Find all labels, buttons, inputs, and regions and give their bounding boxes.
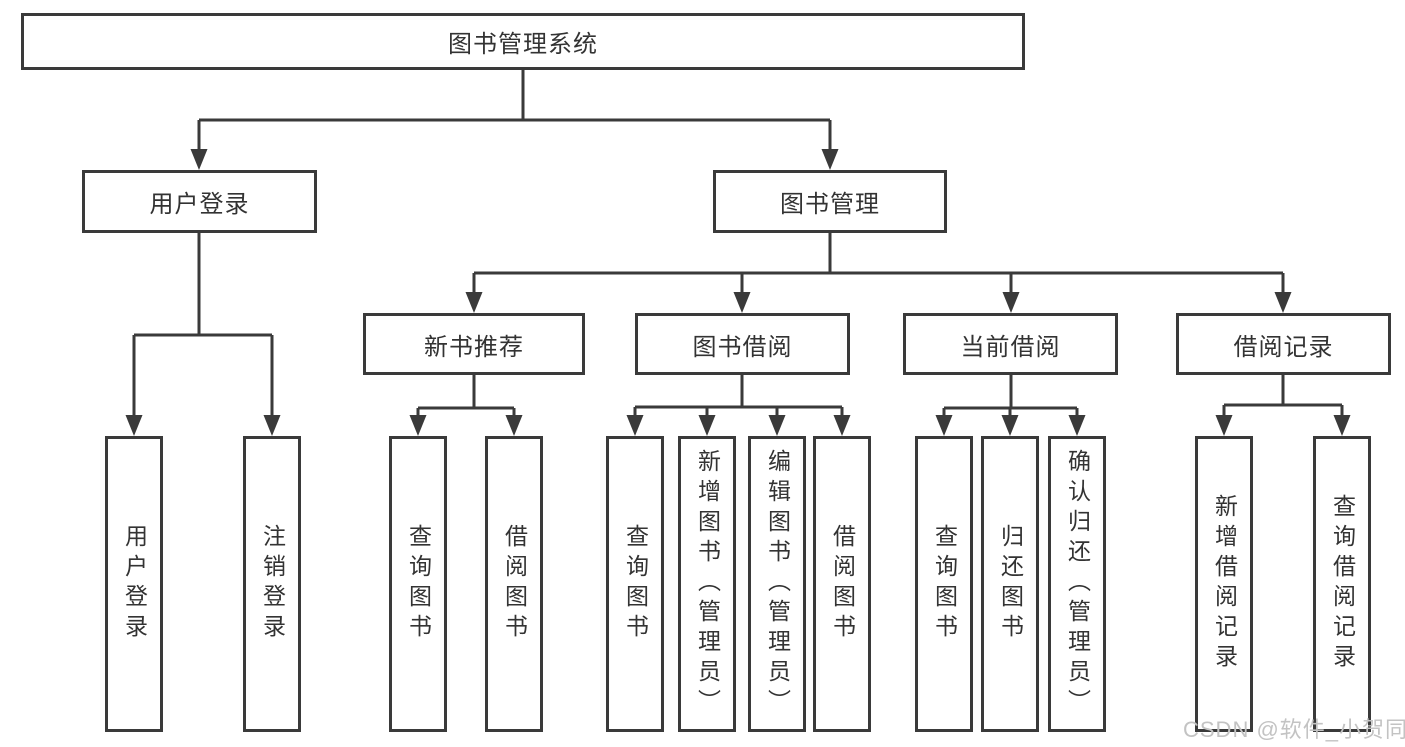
leaf-logout: 注销登录 [243,436,301,732]
leaf-cb-confirm-return-label: 确认归还（管理员） [1064,449,1091,719]
leaf-br-query-record-label: 查询借阅记录 [1329,494,1356,674]
leaf-bb-borrow-books-label: 借阅图书 [829,524,856,644]
arrowhead-nb-query-books [409,415,427,436]
leaf-bb-edit-books: 编辑图书（管理员） [748,436,806,732]
node-new-book-recommend: 新书推荐 [363,313,585,375]
arrowhead-bb-add-books [698,415,716,436]
node-user-login: 用户登录 [82,170,317,233]
connector-borrowing-records-to-leaves [1222,375,1344,418]
arrowhead-borrowing-records [1274,292,1292,313]
leaf-cb-query-books: 查询图书 [915,436,973,732]
arrowhead-book-borrowing [733,292,751,313]
arrowhead-cb-return-books [1001,415,1019,436]
node-book-management: 图书管理 [713,170,947,233]
leaf-cb-confirm-return: 确认归还（管理员） [1048,436,1106,732]
leaf-bb-query-books: 查询图书 [606,436,664,732]
arrowhead-user-login [190,149,208,170]
arrowhead-cb-confirm-return [1068,415,1086,436]
arrowhead-nb-borrow-books [505,415,523,436]
node-book-borrowing: 图书借阅 [635,313,850,375]
connector-new-book-recommend-to-leaves [416,375,516,418]
arrowhead-leaf-user-login [125,415,143,436]
leaf-bb-edit-books-label: 编辑图书（管理员） [764,449,791,719]
leaf-br-add-record-label: 新增借阅记录 [1211,494,1238,674]
node-new-book-recommend-label: 新书推荐 [424,333,524,361]
node-borrowing-records: 借阅记录 [1176,313,1391,375]
node-book-management-label: 图书管理 [780,191,880,218]
leaf-logout-label: 注销登录 [259,524,286,644]
node-library-management-system: 图书管理系统 [21,13,1025,70]
leaf-cb-return-books: 归还图书 [981,436,1039,732]
connector-root-to-level2 [197,70,832,150]
node-user-login-label: 用户登录 [149,191,250,218]
leaf-br-query-record: 查询借阅记录 [1313,436,1371,732]
connector-book-borrowing-to-leaves [633,375,844,418]
connector-current-borrowing-to-leaves [942,375,1079,418]
leaf-bb-borrow-books: 借阅图书 [813,436,871,732]
leaf-nb-query-books-label: 查询图书 [405,524,432,644]
leaf-user-login-label: 用户登录 [121,524,148,644]
node-borrowing-records-label: 借阅记录 [1233,333,1334,361]
node-library-management-system-label: 图书管理系统 [448,31,598,58]
arrowhead-current-borrowing [1002,292,1020,313]
leaf-bb-add-books: 新增图书（管理员） [678,436,736,732]
leaf-cb-return-books-label: 归还图书 [997,524,1024,644]
arrowhead-bb-borrow-books [833,415,851,436]
leaf-user-login: 用户登录 [105,436,163,732]
arrowhead-br-query-record [1333,415,1351,436]
leaf-br-add-record: 新增借阅记录 [1195,436,1253,732]
arrowhead-br-add-record [1215,415,1233,436]
connector-book-management-to-level3 [472,233,1285,295]
arrowhead-book-management [821,149,839,170]
node-current-borrowing: 当前借阅 [903,313,1118,375]
leaf-nb-borrow-books-label: 借阅图书 [501,524,528,644]
leaf-bb-add-books-label: 新增图书（管理员） [694,449,721,719]
arrowhead-new-book-recommend [465,292,483,313]
leaf-nb-query-books: 查询图书 [389,436,447,732]
node-current-borrowing-label: 当前借阅 [960,333,1061,361]
arrowhead-bb-edit-books [768,415,786,436]
arrowhead-bb-query-books [626,415,644,436]
connector-user-login-to-leaves [132,233,274,418]
arrowhead-leaf-logout [263,415,281,436]
arrowhead-cb-query-books [935,415,953,436]
watermark: CSDN @软件_小贺同学 [1183,717,1405,742]
leaf-bb-query-books-label: 查询图书 [622,524,649,644]
node-book-borrowing-label: 图书借阅 [692,333,793,361]
leaf-cb-query-books-label: 查询图书 [931,524,958,644]
leaf-nb-borrow-books: 借阅图书 [485,436,543,732]
